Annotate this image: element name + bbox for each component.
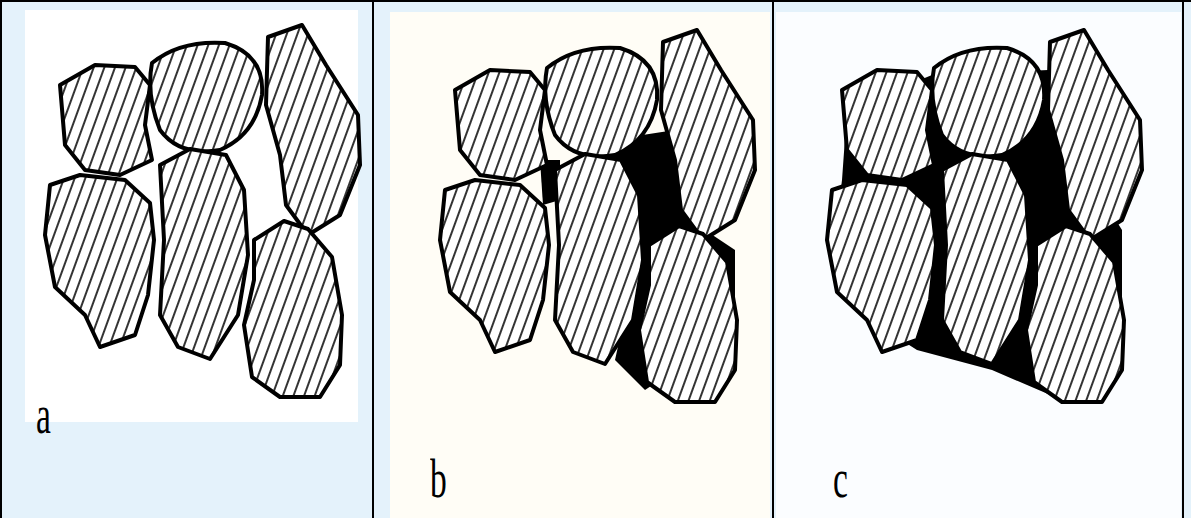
panel-ground <box>776 12 1181 518</box>
panel-label: c <box>833 452 848 506</box>
grain-packing <box>827 30 1142 402</box>
panel-label: b <box>430 452 447 506</box>
panel-label: a <box>36 388 51 442</box>
grain-packing <box>45 25 360 397</box>
grain-packing <box>440 30 755 402</box>
panel-ground <box>390 12 770 518</box>
